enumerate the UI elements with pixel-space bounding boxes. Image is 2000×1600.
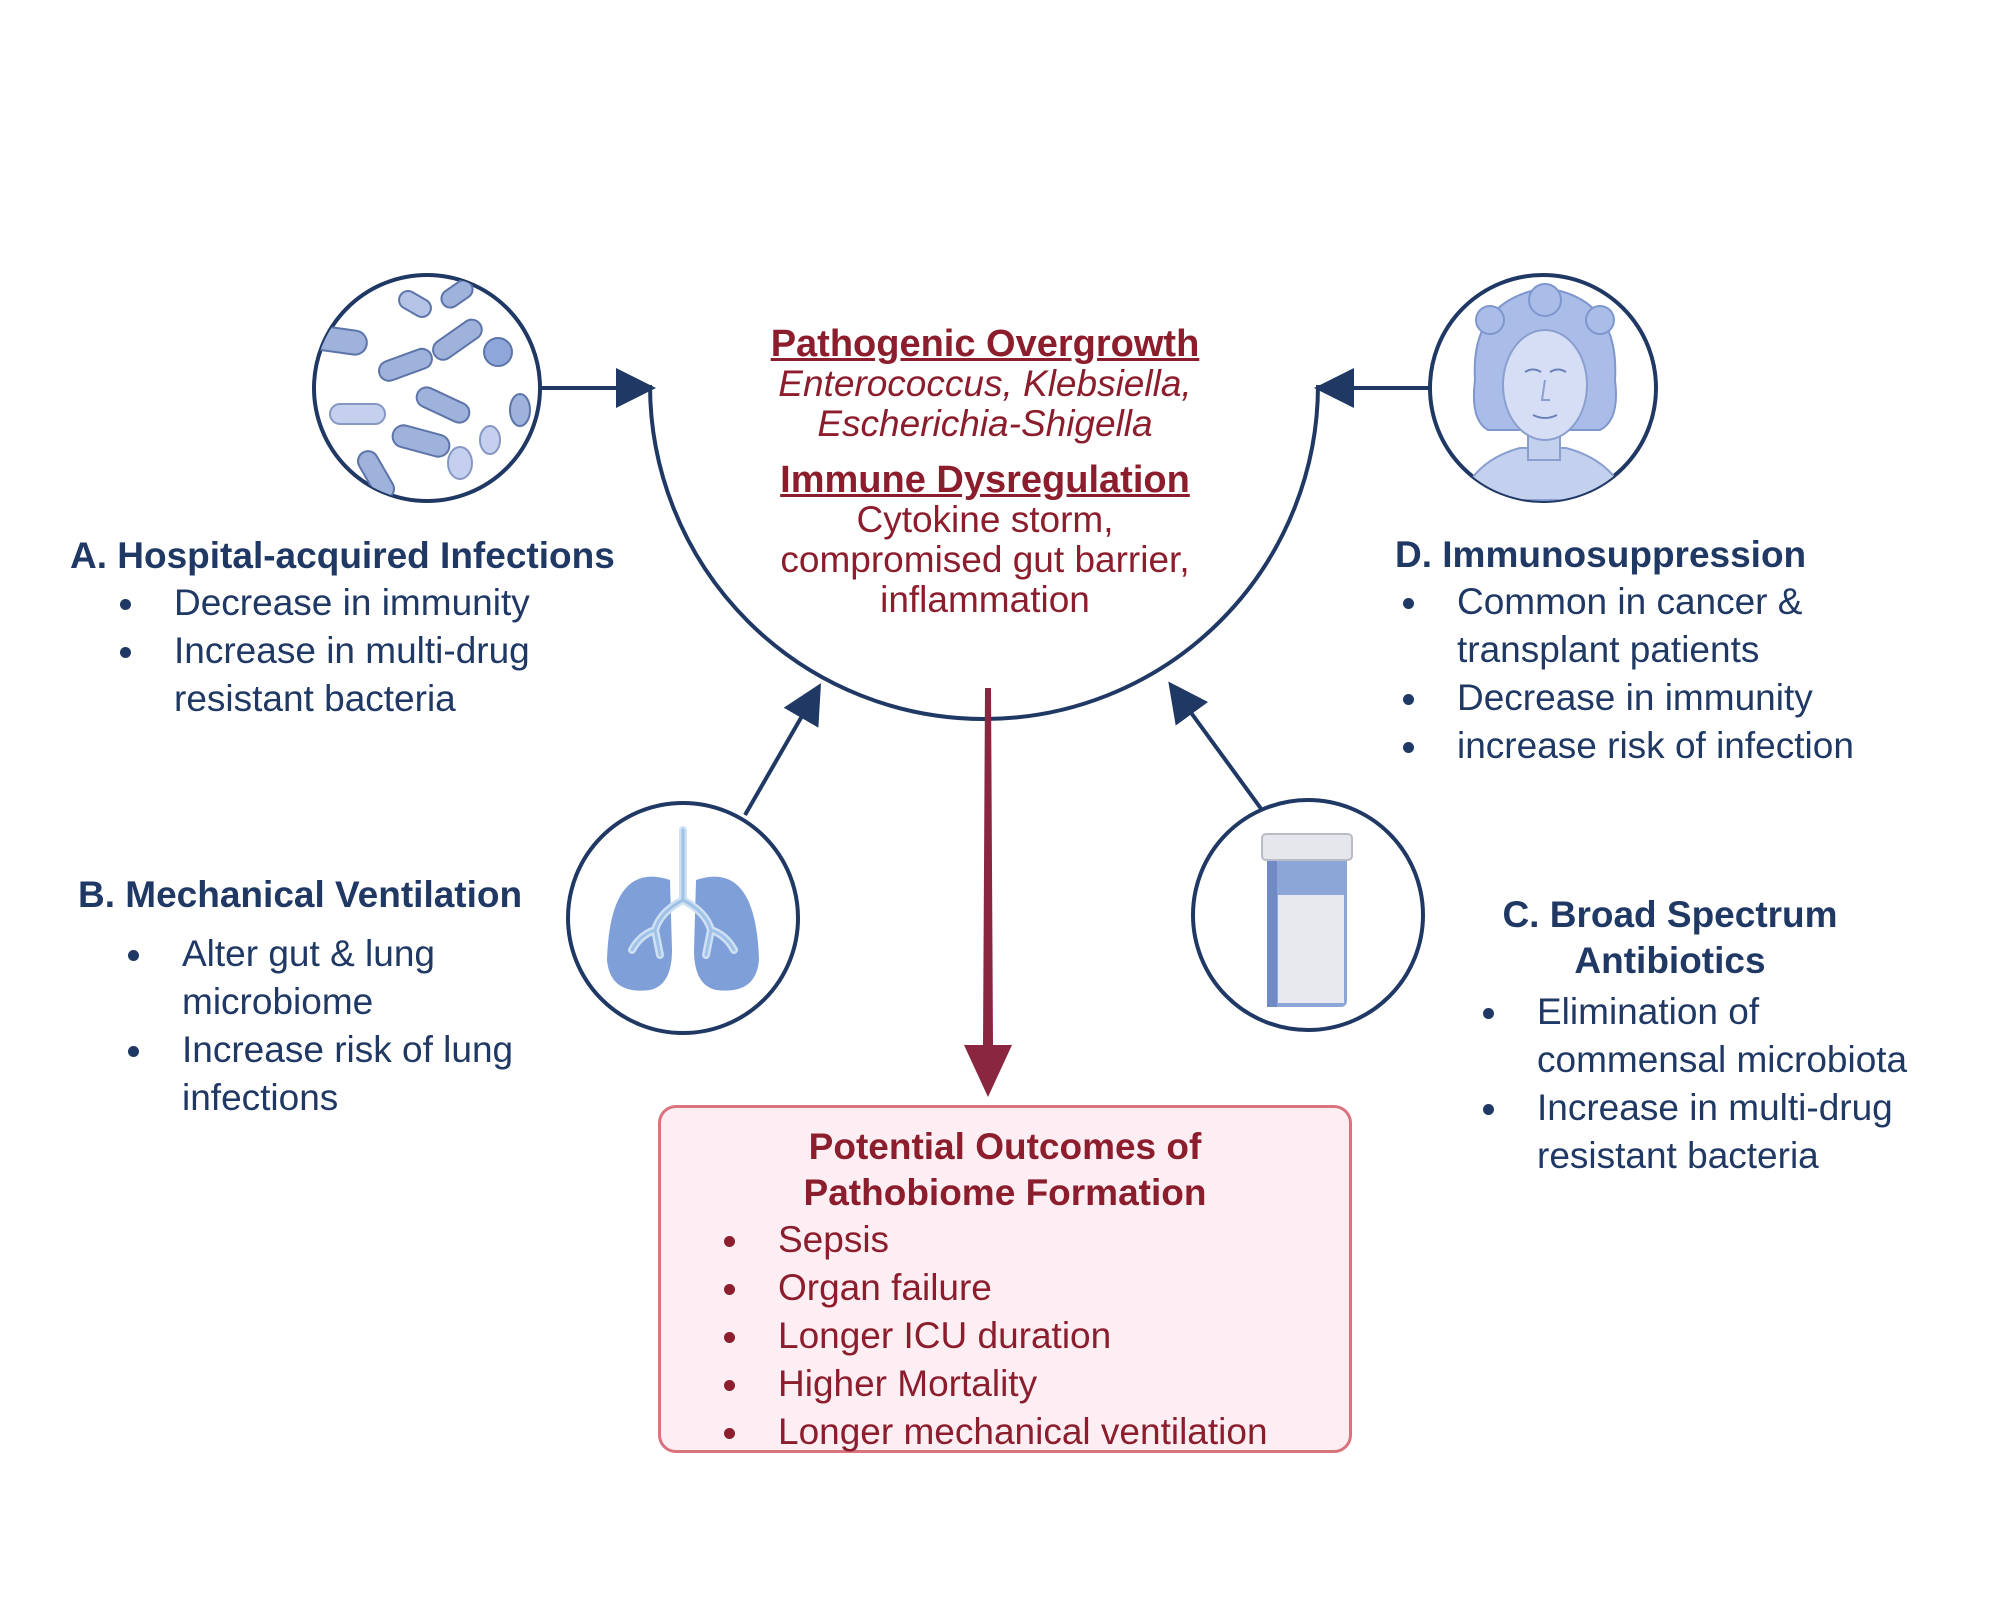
immune-line-2: compromised gut barrier, (780, 539, 1190, 580)
arrow-b (743, 683, 821, 816)
panel-d-title: D. Immunosuppression (1395, 534, 1807, 575)
panel-c: C. Broad Spectrum Antibiotics Eliminatio… (1475, 892, 1945, 1180)
list-item: Increase in multi-drug resistant bacteri… (112, 627, 592, 723)
immune-line-3: inflammation (880, 579, 1090, 620)
center-text-block: Pathogenic Overgrowth Enterococcus, Kleb… (730, 324, 1240, 620)
person-face-icon (1428, 273, 1658, 503)
outcome-arrow (964, 688, 1012, 1097)
panel-c-list: Elimination of commensal microbiota Incr… (1475, 988, 1945, 1180)
panel-b: B. Mechanical Ventilation Alter gut & lu… (78, 872, 560, 1122)
list-item: Higher Mortality (716, 1360, 1349, 1408)
lungs-icon (566, 801, 800, 1035)
pathogenic-overgrowth-title: Pathogenic Overgrowth (770, 323, 1200, 365)
list-item: Longer ICU duration (716, 1312, 1349, 1360)
list-item: Longer mechanical ventilation (716, 1408, 1349, 1456)
list-item: Organ failure (716, 1264, 1349, 1312)
panel-a-title: A. Hospital-acquired Infections (70, 535, 615, 576)
outcomes-title: Potential Outcomes of Pathobiome Formati… (803, 1126, 1207, 1213)
panel-a-list: Decrease in immunity Increase in multi-d… (112, 579, 592, 723)
panel-d: D. Immunosuppression Common in cancer & … (1395, 532, 1915, 770)
list-item: Decrease in immunity (112, 579, 592, 627)
panel-d-list: Common in cancer & transplant patients D… (1395, 578, 1915, 770)
arrow-c (1168, 681, 1264, 812)
list-item: Increase risk of lung infections (120, 1026, 560, 1122)
list-item: Elimination of commensal microbiota (1475, 988, 1945, 1084)
pathogen-list-line-2: Escherichia-Shigella (817, 403, 1153, 444)
list-item: Common in cancer & transplant patients (1395, 578, 1915, 674)
list-item: Increase in multi-drug resistant bacteri… (1475, 1084, 1945, 1180)
panel-b-title: B. Mechanical Ventilation (78, 874, 523, 915)
list-item: Alter gut & lung microbiome (120, 930, 560, 1026)
pathogen-list-line-1: Enterococcus, Klebsiella, (778, 363, 1192, 404)
bacteria-icon (312, 273, 542, 503)
outcomes-box: Potential Outcomes of Pathobiome Formati… (658, 1105, 1352, 1453)
pill-bottle-icon (1191, 798, 1425, 1032)
panel-a: A. Hospital-acquired Infections Decrease… (70, 533, 615, 723)
list-item: Sepsis (716, 1216, 1349, 1264)
immune-line-1: Cytokine storm, (856, 499, 1114, 540)
panel-c-title: C. Broad Spectrum Antibiotics (1502, 894, 1838, 981)
outcomes-list: Sepsis Organ failure Longer ICU duration… (716, 1216, 1349, 1456)
immune-dysregulation-title: Immune Dysregulation (780, 459, 1190, 501)
list-item: Decrease in immunity (1395, 674, 1915, 722)
central-arc (648, 384, 1320, 721)
panel-b-list: Alter gut & lung microbiome Increase ris… (120, 930, 560, 1122)
list-item: increase risk of infection (1395, 722, 1915, 770)
